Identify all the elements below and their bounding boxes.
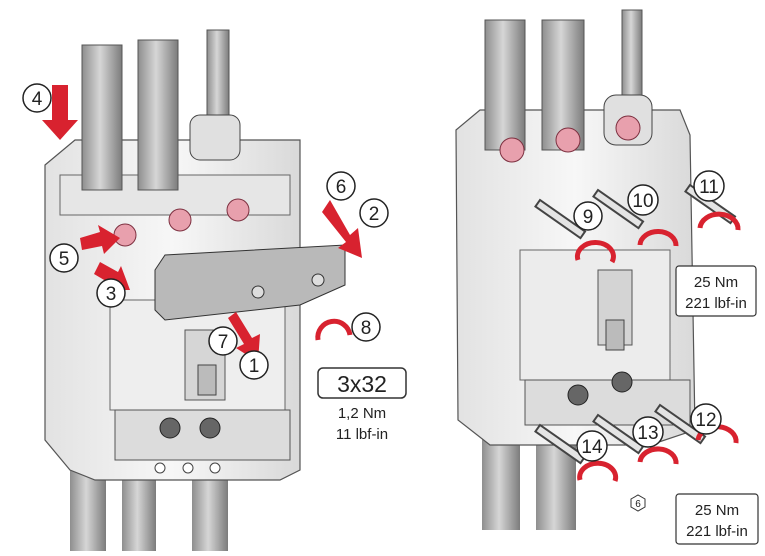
svg-text:1: 1 <box>249 356 260 377</box>
svg-text:12: 12 <box>695 410 716 431</box>
torque-bottom-nm: 25 Nm <box>695 502 739 519</box>
svg-text:13: 13 <box>637 423 658 444</box>
wrench-turn-arrow-icon <box>315 318 353 341</box>
svg-text:4: 4 <box>32 89 43 110</box>
step-9: 9 <box>573 201 603 231</box>
svg-text:3: 3 <box>106 284 117 305</box>
lower-cable <box>122 470 156 551</box>
cable-lug <box>206 29 230 121</box>
terminal-screw <box>555 127 581 153</box>
toggle-handle <box>605 319 625 351</box>
rotation-arrows <box>315 211 741 482</box>
svg-text:9: 9 <box>583 207 594 228</box>
torque-top-nm: 25 Nm <box>694 274 738 291</box>
straight-arrow-icon <box>42 85 78 140</box>
torque-label-bottom: 25 Nm 221 lbf-in <box>675 493 759 545</box>
terminal-screw <box>499 137 525 163</box>
step-11: 11 <box>693 170 725 202</box>
torque-top-lbf: 221 lbf-in <box>685 295 747 312</box>
torque-label-top: 25 Nm 221 lbf-in <box>675 265 757 317</box>
step-5: 5 <box>49 243 79 273</box>
busbar <box>137 39 179 191</box>
svg-text:14: 14 <box>581 437 603 458</box>
svg-text:5: 5 <box>59 249 70 270</box>
step-10: 10 <box>627 184 659 216</box>
straight-arrow-icon <box>80 225 120 254</box>
small-mark: 6 <box>630 494 646 512</box>
trip-dial <box>567 384 589 406</box>
cable-lug <box>621 9 643 101</box>
svg-text:7: 7 <box>218 332 229 353</box>
svg-text:8: 8 <box>361 318 372 339</box>
step-14: 14 <box>576 430 608 462</box>
svg-text:10: 10 <box>632 191 653 212</box>
step-1: 1 <box>239 350 269 380</box>
straight-arrow-icon <box>322 200 362 258</box>
svg-text:11: 11 <box>699 177 719 198</box>
terminal-screw <box>226 198 250 222</box>
terminal-screw <box>168 208 192 232</box>
terminal-screw <box>113 223 137 247</box>
wrench-turn-arrow-icon <box>637 229 679 247</box>
busbar <box>81 44 123 191</box>
trip-dial <box>611 371 633 393</box>
left-breaker <box>44 29 346 551</box>
screw-torque-lbf: 11 lbf-in <box>336 426 388 443</box>
screw-size: 3x32 <box>337 371 387 397</box>
straight-arrow-icon <box>228 312 260 362</box>
busbar <box>484 19 526 151</box>
wrench-turn-arrow-icon <box>574 240 616 264</box>
wrench-turn-arrow-icon <box>577 460 619 482</box>
screw-torque-nm: 1,2 Nm <box>338 405 386 422</box>
wrench-turn-arrow-icon <box>697 211 741 231</box>
step-6: 6 <box>326 171 356 201</box>
toggle-handle <box>197 364 217 396</box>
svg-text:6: 6 <box>635 499 641 510</box>
torque-bottom-lbf: 221 lbf-in <box>686 523 748 540</box>
terminal-cover <box>154 244 346 321</box>
trip-dial <box>199 417 221 439</box>
terminal-screw <box>615 115 641 141</box>
step-2: 2 <box>359 198 389 228</box>
step-8: 8 <box>351 312 381 342</box>
step-13: 13 <box>632 416 664 448</box>
screw-spec-label: 3x32 1,2 Nm 11 lbf-in <box>317 367 407 443</box>
wrench-turn-arrow-icon <box>637 446 679 465</box>
step-4: 4 <box>22 83 52 113</box>
trip-dial <box>159 417 181 439</box>
svg-text:6: 6 <box>336 177 347 198</box>
step-12: 12 <box>690 403 722 435</box>
step-7: 7 <box>208 326 238 356</box>
svg-text:2: 2 <box>369 204 380 225</box>
step-3: 3 <box>96 278 126 308</box>
